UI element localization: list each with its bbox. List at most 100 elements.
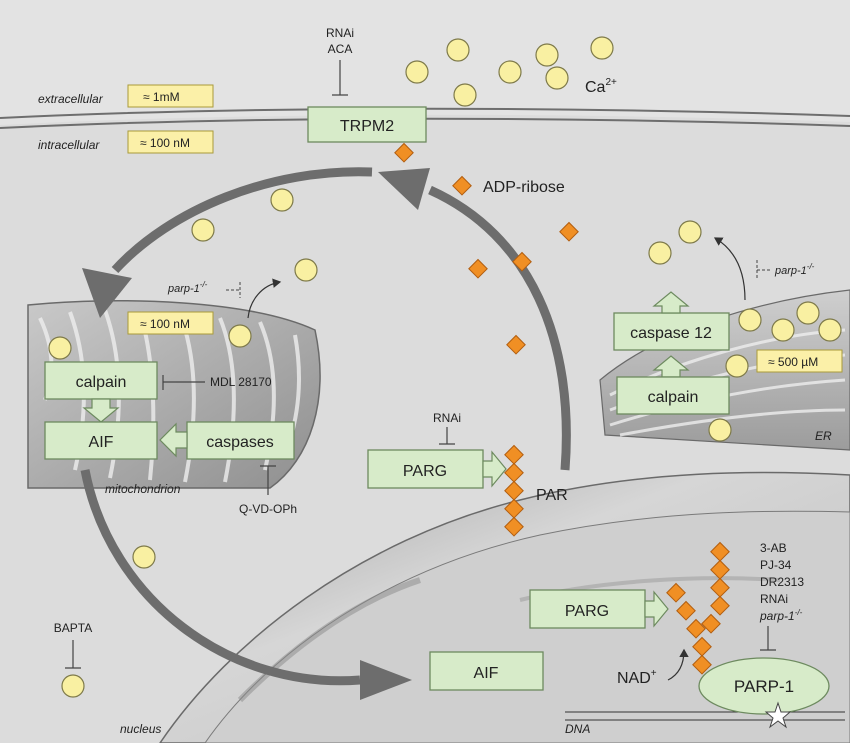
conc-extracellular: ≈ 1mM: [143, 90, 180, 104]
par-diamond: [710, 559, 730, 580]
ca-ion: [191, 218, 215, 242]
adp-ribose-units: [394, 142, 579, 355]
aif-mito-label: AIF: [89, 434, 114, 451]
parp1-ko-mito-label: parp-1-/-: [167, 280, 208, 295]
bapta-label: BAPTA: [54, 621, 92, 635]
bapta-inhibition-bar: [65, 640, 81, 669]
adp-ribose-label: ADP-ribose: [483, 179, 565, 196]
par-diamond: [676, 600, 696, 621]
arrow-head-to-mito: [82, 268, 132, 318]
ca-ion: [545, 66, 569, 90]
par-chain-nuc: [666, 541, 730, 675]
parg-nuc-label: PARG: [565, 603, 609, 620]
calpain-mito-label: calpain: [76, 374, 127, 391]
calpain-er-label: calpain: [648, 389, 699, 406]
conc-intracellular-tag: [127, 130, 214, 154]
conc-mito-tag: [127, 311, 214, 335]
arrow-head-to-trpm2: [378, 168, 430, 210]
caspases-label: caspases: [206, 434, 274, 451]
par-diamond: [686, 618, 706, 639]
nad-label: NAD+: [617, 668, 657, 687]
adp-ribose-diamond: [468, 258, 488, 279]
caspase12-up-arrow: [652, 291, 690, 314]
caspase12-label: caspase 12: [630, 325, 712, 342]
parg-cyto-arrow: [482, 450, 507, 488]
par-diamond: [710, 577, 730, 598]
parp1-ko-er-label: parp-1-/-: [774, 262, 815, 277]
par-diamond: [504, 444, 524, 465]
adp-ribose-diamond: [506, 334, 526, 355]
label-mitochondrion: mitochondrion: [105, 482, 181, 496]
parg-inhibition-bar: [439, 427, 455, 445]
aif-nuc-label: AIF: [474, 665, 499, 682]
calpain-to-caspase12-arrow: [652, 355, 690, 378]
parg-inhibitor-rnai: RNAi: [433, 411, 461, 425]
calpain-to-aif-arrow: [82, 398, 120, 423]
caspases-box: [186, 421, 295, 460]
parp1-inhibitor-pj34: PJ-34: [760, 558, 792, 572]
label-nucleus: nucleus: [120, 722, 161, 736]
qvdoph-inhibitor: Q-VD-OPh: [239, 502, 297, 516]
parp1-ellipse: [698, 657, 830, 715]
ca-ion: [453, 83, 477, 107]
parg-nuc-box: [529, 589, 646, 629]
label-dna: DNA: [565, 722, 590, 736]
par-diamond: [701, 613, 721, 634]
calpain-mito-box: [44, 361, 158, 400]
ca2-label: Ca2+: [585, 77, 617, 96]
calcium-ions: [48, 36, 842, 698]
ca-ion: [771, 318, 795, 342]
conc-er: ≈ 500 µM: [768, 355, 818, 369]
par-diamond: [504, 462, 524, 483]
conc-extracellular-tag: [127, 84, 214, 108]
parp1-inhibition-bar: [760, 626, 776, 651]
aif-nuc-box: [429, 651, 544, 691]
mito-ca-release-arrow: [247, 278, 282, 319]
ca-ion: [725, 354, 749, 378]
aif-mito-box: [44, 421, 158, 460]
adp-ribose-diamond: [394, 142, 414, 163]
label-er: ER: [815, 429, 832, 443]
ca-ion: [228, 324, 252, 348]
ca-ion: [590, 36, 614, 60]
trpm2-label: TRPM2: [340, 118, 394, 135]
parg-cyto-box: [367, 449, 484, 489]
par-diamond: [692, 654, 712, 675]
dna-damage-star-icon: [764, 701, 792, 729]
conc-mito: ≈ 100 nM: [140, 317, 190, 331]
par-diamond: [666, 582, 686, 603]
par-diamond: [710, 541, 730, 562]
parp1-inhibitor-dr2313: DR2313: [760, 575, 804, 589]
parp1-inhibitor-rnai: RNAi: [760, 592, 788, 606]
arrow-head-to-nucleus: [360, 660, 412, 700]
parp1-inhibitor-3ab: 3-AB: [760, 541, 787, 555]
caspases-to-aif-arrow: [159, 422, 188, 458]
par-chain-cyto: [504, 444, 524, 537]
caspase12-box: [613, 312, 730, 351]
ca-ion: [446, 38, 470, 62]
ca-ion: [738, 308, 762, 332]
conc-er-tag: [756, 349, 843, 373]
par-diamond: [504, 498, 524, 519]
caspases-inhibition-bar: [260, 465, 276, 495]
label-intracellular: intracellular: [38, 138, 100, 152]
adp-ribose-diamond: [452, 175, 472, 196]
ca-ion: [796, 301, 820, 325]
ca-ion: [61, 674, 85, 698]
parp1-inhibitor-ko: parp-1-/-: [759, 608, 803, 623]
ca-ion: [405, 60, 429, 84]
ca-ion: [648, 241, 672, 265]
trpm2-inhibitor-aca: ACA: [328, 42, 353, 56]
ca-ion: [818, 318, 842, 342]
er-ca-release-arrow: [713, 237, 746, 301]
pathway-arrows: [80, 167, 571, 700]
ca-ion: [270, 188, 294, 212]
par-diamond: [710, 595, 730, 616]
ca-ion: [294, 258, 318, 282]
trpm2-inhibitor-rnai: RNAi: [326, 26, 354, 40]
ca-ion: [48, 336, 72, 360]
ca-ion: [132, 545, 156, 569]
nad-arrow: [667, 648, 689, 681]
